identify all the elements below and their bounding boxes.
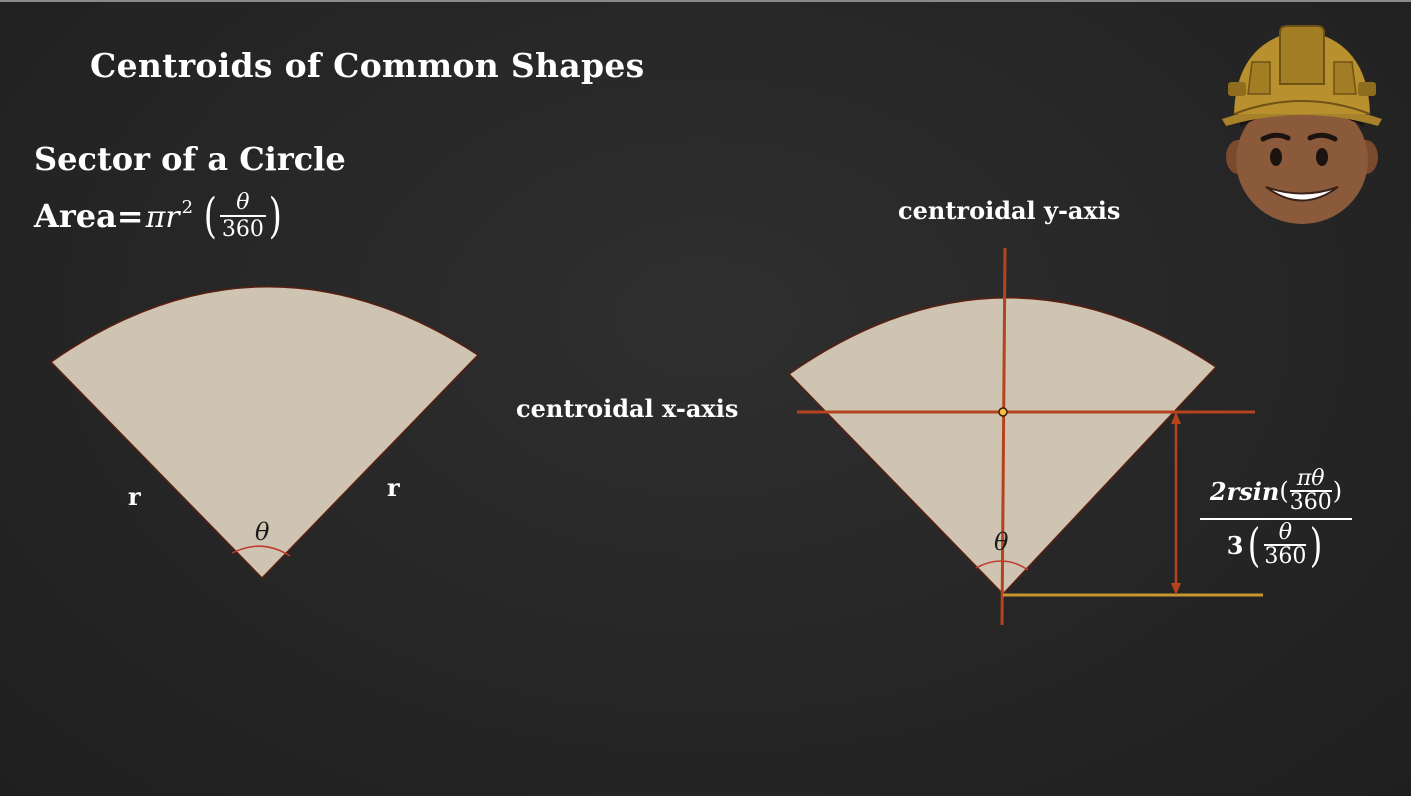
right-angle-label: θ (994, 528, 1009, 556)
area-exponent: 2 (181, 197, 194, 218)
shape-name: Sector of a Circle (34, 140, 346, 178)
formula-main-bar (1200, 518, 1352, 520)
area-fraction: θ 360 (219, 189, 266, 242)
dimension-arrow-up (1171, 412, 1181, 424)
formula-inner-right-paren: ) (1332, 477, 1343, 505)
formula-denominator-coefficient: 3 (1226, 530, 1244, 560)
area-fraction-numerator: θ (236, 189, 250, 215)
centroid-point (998, 407, 1008, 417)
left-angle-label: θ (255, 518, 270, 546)
formula-inner-numerator: πθ (1296, 466, 1325, 491)
page-title: Centroids of Common Shapes (90, 46, 645, 85)
area-fraction-bar (219, 215, 266, 217)
left-radius-label: r (128, 482, 141, 511)
x-axis-label: centroidal x-axis (516, 394, 739, 423)
left-angle-arc (231, 545, 291, 557)
formula-denominator-bar (1264, 544, 1307, 546)
area-left-paren: ( (203, 188, 218, 244)
formula-denominator-numerator: θ (1278, 520, 1292, 545)
y-axis-label: centroidal y-axis (898, 196, 1121, 225)
formula-denominator-left-paren: ( (1248, 518, 1261, 572)
right-radius-label: r (387, 473, 400, 502)
formula-denominator-denominator: 360 (1264, 544, 1307, 569)
formula-inner-bar (1289, 490, 1332, 492)
formula-inner-denominator: 360 (1289, 490, 1332, 515)
top-border (0, 0, 1411, 2)
engineer-mascot-icon (1222, 25, 1382, 224)
formula-inner-left-paren: ( (1279, 477, 1289, 505)
formula-denominator: 3 ( θ 360 ) (1226, 518, 1326, 572)
area-right-paren: ) (268, 188, 282, 244)
area-fraction-denominator: 360 (221, 217, 264, 242)
formula-denominator-fraction: θ 360 (1264, 520, 1307, 569)
formula-denominator-right-paren: ) (1310, 518, 1323, 572)
area-label: Area= (34, 197, 144, 235)
left-sector-shape (49, 285, 480, 580)
centroid-distance-formula: 2rsin ( πθ 360 ) 3 ( θ 360 ) (1196, 468, 1356, 568)
formula-numerator: 2rsin ( πθ 360 ) (1210, 468, 1342, 514)
formula-inner-fraction: πθ 360 (1289, 466, 1332, 515)
dimension-arrow-down (1171, 583, 1181, 595)
area-pi-r: πr (145, 200, 180, 235)
formula-numerator-prefix: 2rsin (1209, 476, 1280, 506)
centroidal-y-axis-line (1000, 247, 1007, 626)
